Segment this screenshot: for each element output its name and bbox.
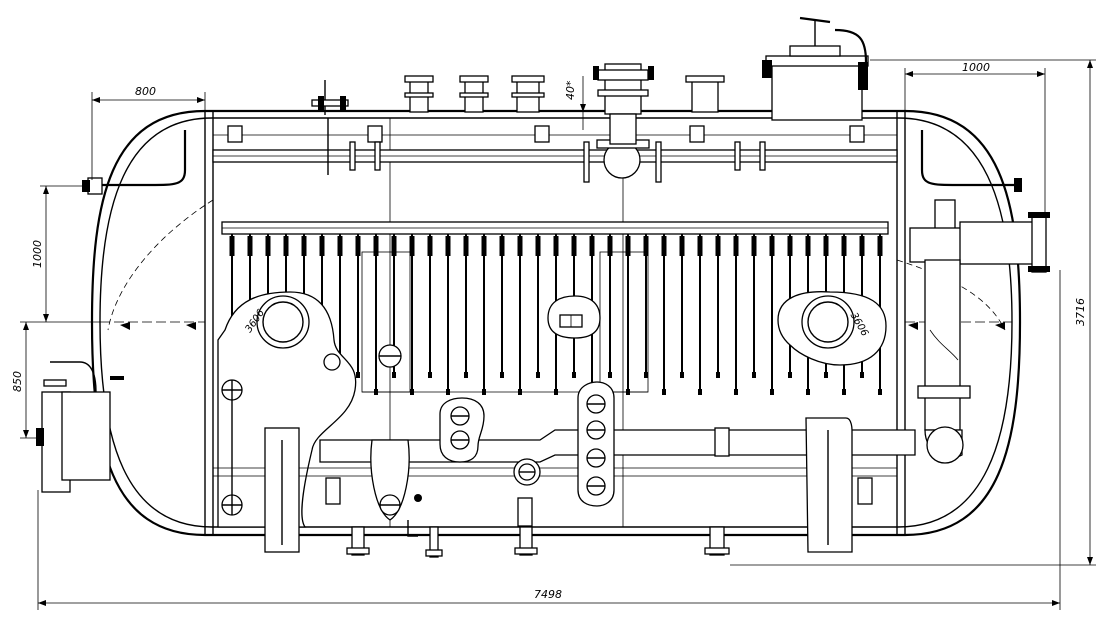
bottom-nozzles [346,494,730,558]
tube-top-cap [553,236,559,256]
tube-tip [608,372,612,378]
left-head-nozzle [36,130,196,493]
tube-top-cap [877,236,883,256]
tube-top-cap [823,236,829,256]
tube-tip [698,389,702,395]
tube-top-cap [697,236,703,256]
tube-tip [716,372,720,378]
tube-top-cap [535,236,541,256]
tube-top-cap [787,236,793,256]
tube-top-cap [733,236,739,256]
gauge-single [378,344,541,516]
tube-tip [680,372,684,378]
tube-tip [644,372,648,378]
tube-tip [752,372,756,378]
tube-top-cap [769,236,775,256]
vessel-shell [90,109,1022,537]
tube-top-cap [409,236,415,256]
tube-tip [878,389,882,395]
tube-top-cap [247,236,253,256]
dim-left-lower: 850 [11,371,24,392]
tube-tip [356,372,360,378]
tube-top-cap [445,236,451,256]
tube-top-cap [841,236,847,256]
tube-top-cap [571,236,577,256]
tube-tip [392,372,396,378]
tube-top-cap [283,236,289,256]
tube-tip [824,372,828,378]
dim-top-right: 1000 [962,61,990,74]
tube-top-cap [229,236,235,256]
gauge-cluster-2 [577,381,615,507]
tube-top-cap [265,236,271,256]
tube-top-cap [337,236,343,256]
tube-top-cap [625,236,631,256]
tube-top-cap [715,236,721,256]
center-gauge [547,295,601,339]
gauge-cluster-1 [439,397,485,463]
top-header-pipe [212,125,898,183]
tube-tip [788,372,792,378]
tube-tip [662,389,666,395]
tube-top-cap [319,236,325,256]
tube-tip [770,389,774,395]
tube-top-cap [661,236,667,256]
tube-top-cap [643,236,649,256]
tube-top-cap [679,236,685,256]
tube-tip [428,372,432,378]
dim-top-left: 800 [135,85,156,98]
tube-tip [860,372,864,378]
tube-tip [842,389,846,395]
tube-top-cap [589,236,595,256]
dimension-lines [20,59,1096,610]
tube-top-cap [859,236,865,256]
tube-top-cap [355,236,361,256]
dim-right-total: 3716 [1074,298,1087,326]
dimension-labels: 800 1000 40* 1000 850 3716 7498 [11,61,1087,601]
tube-top-cap [373,236,379,256]
tube-top-cap [301,236,307,256]
tube-tip [464,372,468,378]
tube-top-cap [607,236,613,256]
tube-top-cap [427,236,433,256]
tube-tip [734,389,738,395]
tube-tip [536,372,540,378]
tube-top-cap [805,236,811,256]
dim-bottom-total: 7498 [534,588,562,601]
tube-top-cap [463,236,469,256]
manhole-right: 3606 [777,291,887,366]
tube-top-cap [499,236,505,256]
tube-top-cap [751,236,757,256]
tube-tip [500,372,504,378]
tube-top-cap [391,236,397,256]
top-nozzles [311,16,869,175]
right-head-nozzle [908,130,1050,464]
tube-tip [572,372,576,378]
dim-left-upper: 1000 [31,240,44,268]
tube-tip [806,389,810,395]
tube-top-cap [517,236,523,256]
dim-nozzle-height: 40* [564,80,577,100]
tube-frames [361,251,649,393]
tube-top-cap [481,236,487,256]
